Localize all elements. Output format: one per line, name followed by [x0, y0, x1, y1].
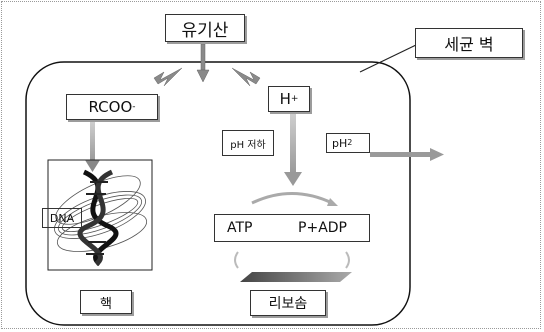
rcoo-text: RCOO	[88, 98, 132, 116]
rcoo-to-dna-arrow	[85, 121, 100, 172]
nucleus-text: 핵	[100, 293, 112, 312]
organic-acid-label: 유기산	[165, 14, 245, 42]
ph2-exit-arrow	[370, 148, 444, 161]
ribosome-shape	[240, 272, 352, 282]
ph2-text: pH	[332, 137, 347, 150]
h-ion-label: H+	[268, 86, 310, 112]
dna-label: DNA	[42, 208, 82, 228]
atp-left-bracket	[235, 252, 238, 268]
p-adp-text: P+ADP	[298, 220, 347, 236]
h-down-arrow	[284, 113, 302, 186]
ph-drop-text: pH 저하	[230, 136, 265, 151]
ribosome-label: 리보솜	[250, 290, 326, 316]
atp-reaction-box: ATP P+ADP	[214, 214, 370, 242]
atp-text: ATP	[227, 220, 252, 236]
h-ion-text: H	[280, 90, 291, 108]
acid-split-arrows	[154, 44, 260, 86]
atp-upper-curve	[252, 194, 332, 204]
organic-acid-text: 유기산	[182, 16, 229, 41]
dna-text: DNA	[50, 212, 74, 225]
ph-drop-label: pH 저하	[222, 130, 274, 156]
nucleus-label: 핵	[80, 290, 132, 314]
atp-right-bracket	[346, 252, 349, 268]
cell-wall-text: 세균 벽	[444, 31, 493, 55]
cell-wall-pointer	[360, 45, 416, 72]
rcoo-label: RCOO-	[66, 94, 158, 120]
cell-wall-label: 세균 벽	[415, 28, 523, 58]
ribosome-text: 리보솜	[269, 293, 308, 313]
